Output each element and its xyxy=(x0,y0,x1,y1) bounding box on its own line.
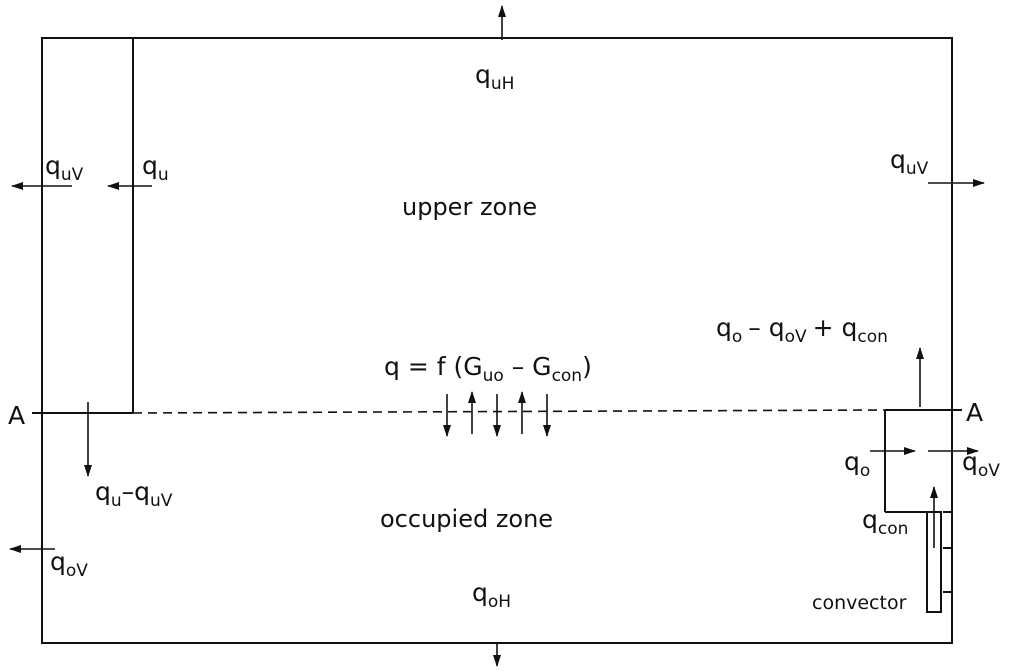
label-q-con: qcon xyxy=(862,505,908,539)
label-q-u-minus-q-uV: qu–quV xyxy=(95,477,173,511)
label-q-uV-left: quV xyxy=(45,151,84,185)
label-q-u: qu xyxy=(142,151,169,185)
zone-boundary-dashed xyxy=(132,409,886,414)
section-marker-right: A xyxy=(966,398,983,427)
label-q-uV-right: quV xyxy=(890,145,929,179)
occupied-zone-label: occupied zone xyxy=(380,505,553,533)
section-marker-left: A xyxy=(8,401,25,430)
label-q-oV-left: qoV xyxy=(50,547,88,581)
label-q-oV-right: qoV xyxy=(962,447,1000,481)
label-exchange-formula: q = f (Guo – Gcon) xyxy=(384,352,592,386)
label-q-o: qo xyxy=(844,447,870,481)
upper-zone-label: upper zone xyxy=(402,193,537,221)
label-q-oH: qoH xyxy=(472,578,511,612)
convector-label: convector xyxy=(812,592,907,614)
label-q-uH: quH xyxy=(475,60,514,94)
label-q-top-right: qo– qoV+ qcon xyxy=(716,313,888,347)
